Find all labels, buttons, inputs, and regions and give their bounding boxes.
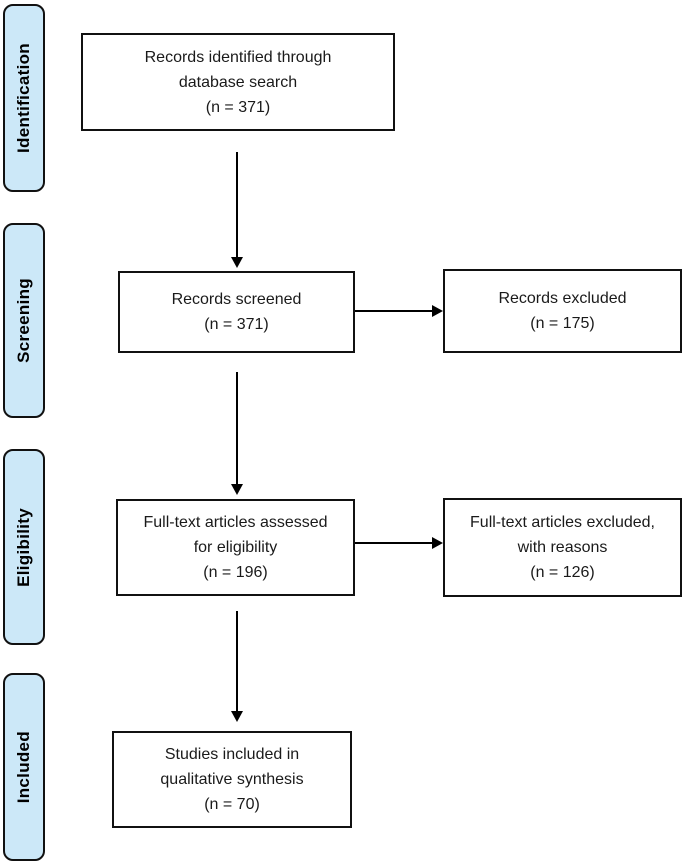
stage-label-text: Identification xyxy=(14,43,33,153)
arrow-down-icon xyxy=(231,711,243,722)
box-records-identified: Records identified through database sear… xyxy=(81,33,395,131)
box-count-line: (n = 371) xyxy=(205,98,271,116)
box-text-line: with reasons xyxy=(517,539,608,556)
arrow-assessed-to-included-line xyxy=(236,611,238,712)
box-count-line: (n = 126) xyxy=(530,564,595,581)
arrow-screened-to-assessed-line xyxy=(236,372,238,485)
box-records-screened: Records screened (n = 371) xyxy=(118,271,355,353)
stage-label-text: Included xyxy=(14,730,33,804)
arrow-assessed-to-excluded-line xyxy=(355,542,432,544)
box-text-line: Records screened xyxy=(171,291,302,308)
stage-label-text: Eligibility xyxy=(14,507,33,587)
box-records-excluded: Records excluded (n = 175) xyxy=(443,269,682,353)
box-text-line: Records identified through xyxy=(144,48,332,66)
box-count-line: (n = 196) xyxy=(203,564,268,581)
arrow-down-icon xyxy=(231,257,243,268)
box-text-line: Studies included in xyxy=(164,746,300,763)
box-text-line: Full-text articles assessed xyxy=(143,514,328,531)
box-count-line: (n = 371) xyxy=(204,316,269,333)
box-text-line: for eligibility xyxy=(193,539,278,556)
arrow-right-icon xyxy=(432,305,443,317)
stage-label-eligibility: Eligibility xyxy=(3,449,45,645)
box-count-line: (n = 175) xyxy=(530,315,595,332)
stage-label-text: Screening xyxy=(14,278,33,363)
box-fulltext-excluded: Full-text articles excluded, with reason… xyxy=(443,498,682,597)
box-text-line: Full-text articles excluded, xyxy=(470,514,655,531)
stage-label-included: Included xyxy=(3,673,45,861)
stage-label-identification: Identification xyxy=(3,4,45,192)
box-text-line: qualitative synthesis xyxy=(160,771,304,788)
arrow-identified-to-screened-line xyxy=(236,152,238,258)
arrow-right-icon xyxy=(432,537,443,549)
stage-label-screening: Screening xyxy=(3,223,45,418)
arrow-screened-to-excluded-line xyxy=(355,310,432,312)
arrow-down-icon xyxy=(231,484,243,495)
box-text-line: Records excluded xyxy=(498,290,627,307)
box-count-line: (n = 70) xyxy=(204,796,260,813)
box-text-line: database search xyxy=(178,73,298,91)
box-studies-included: Studies included in qualitative synthesi… xyxy=(112,731,352,828)
box-fulltext-assessed: Full-text articles assessed for eligibil… xyxy=(116,499,355,596)
